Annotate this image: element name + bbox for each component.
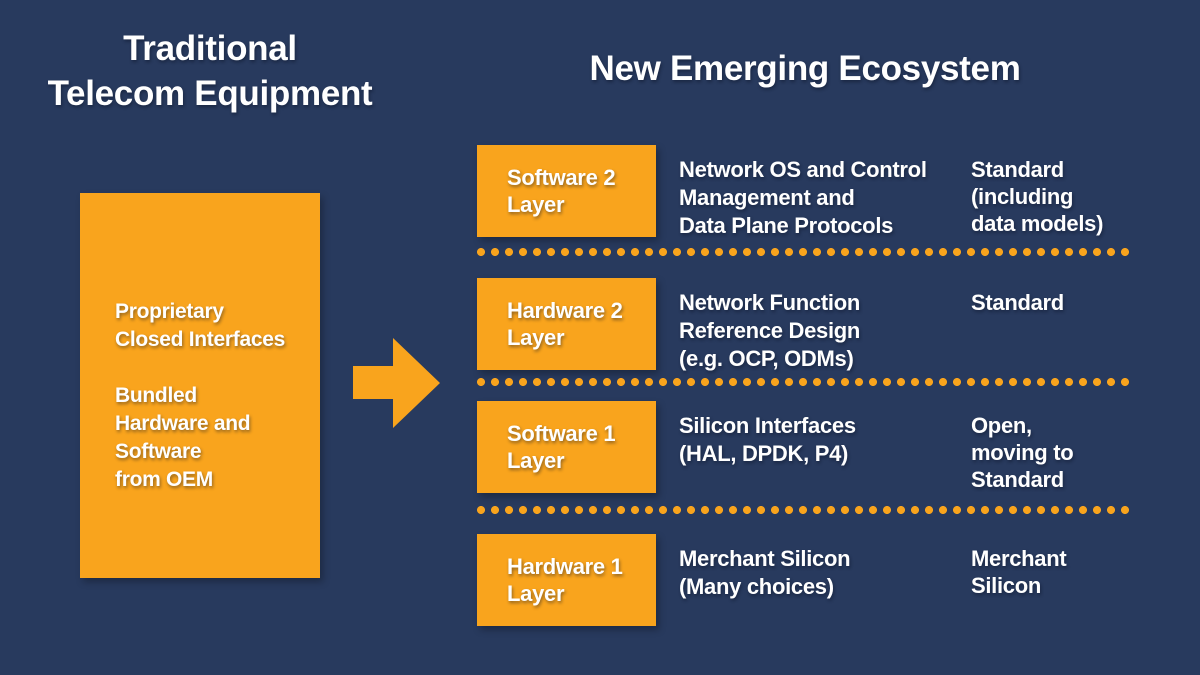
- layer-status: Standard: [971, 290, 1064, 315]
- dotted-separator: [474, 377, 1134, 387]
- ecosystem-row-software-2: Software 2 Layer Network OS and Control …: [477, 145, 1170, 238]
- layer-description: Network Function Reference Design (e.g. …: [679, 290, 861, 371]
- layer-box-software-1: Software 1 Layer: [477, 401, 656, 493]
- ecosystem-row-hardware-2: Hardware 2 Layer Network Function Refere…: [477, 278, 1170, 371]
- layer-box-software-2: Software 2 Layer: [477, 145, 656, 237]
- layer-box-hardware-1: Hardware 1 Layer: [477, 534, 656, 626]
- layer-box-label: Software 1 Layer: [507, 421, 616, 473]
- dotted-separator: [474, 247, 1134, 257]
- layer-box-label: Hardware 1 Layer: [507, 554, 623, 606]
- layer-box-hardware-2: Hardware 2 Layer: [477, 278, 656, 370]
- dotted-separator: [474, 505, 1134, 515]
- layer-status: Merchant Silicon: [971, 546, 1067, 598]
- proprietary-box: Proprietary Closed Interfaces Bundled Ha…: [80, 193, 320, 578]
- proprietary-box-text: Proprietary Closed Interfaces Bundled Ha…: [115, 299, 285, 491]
- arrow-right-icon: [353, 338, 440, 428]
- layer-status: Open, moving to Standard: [971, 413, 1074, 492]
- right-section-title: New Emerging Ecosystem: [589, 49, 1021, 88]
- layer-status: Standard (including data models): [971, 157, 1104, 236]
- layer-description: Network OS and Control Management and Da…: [679, 157, 927, 238]
- ecosystem-row-software-1: Software 1 Layer Silicon Interfaces (HAL…: [477, 401, 1170, 493]
- ecosystem-row-hardware-1: Hardware 1 Layer Merchant Silicon (Many …: [477, 534, 1170, 626]
- layer-description: Silicon Interfaces (HAL, DPDK, P4): [679, 413, 856, 466]
- layer-box-label: Hardware 2 Layer: [507, 298, 623, 350]
- layer-box-label: Software 2 Layer: [507, 165, 616, 217]
- left-section-title: Traditional Telecom Equipment: [47, 29, 373, 113]
- layer-description: Merchant Silicon (Many choices): [679, 546, 851, 599]
